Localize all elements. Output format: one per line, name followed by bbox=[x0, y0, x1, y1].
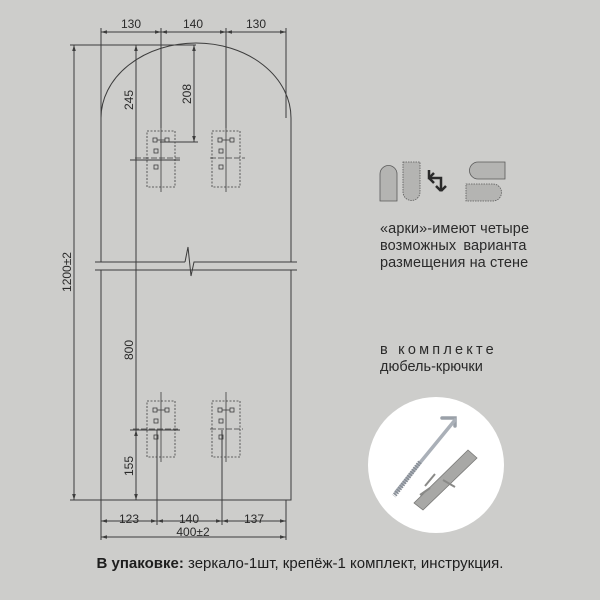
dim-top-right: 130 bbox=[246, 17, 266, 31]
arch-orientation-swap-icon bbox=[379, 161, 506, 202]
kit-line-2: дюбель-крючки bbox=[380, 359, 483, 375]
variants-line-1: «арки»-имеют четыре bbox=[380, 221, 530, 237]
mount-lower-right bbox=[210, 392, 243, 462]
dim-total-width: 400±2 bbox=[176, 525, 210, 539]
variants-description: «арки»-имеют четыре возможных варианта р… bbox=[380, 221, 560, 272]
variants-line-2: возможных варианта bbox=[380, 238, 527, 254]
mirror-outline-bottom bbox=[100, 270, 292, 501]
package-items: зеркало-1шт, крепёж-1 комплект, инструкц… bbox=[183, 555, 504, 572]
mirror-outline-top bbox=[100, 42, 292, 262]
variants-line-3: размещения на стене bbox=[380, 255, 529, 271]
dim-bottom-center: 140 bbox=[179, 512, 199, 526]
lower-mounts bbox=[133, 392, 243, 462]
dim-155: 155 bbox=[122, 456, 136, 476]
package-contents: В упаковке: зеркало-1шт, крепёж-1 компле… bbox=[0, 555, 600, 572]
dim-208: 208 bbox=[180, 84, 194, 104]
mount-upper-left bbox=[135, 122, 180, 192]
mount-upper-right bbox=[210, 122, 245, 192]
dim-800: 800 bbox=[122, 340, 136, 360]
package-label: В упаковке: bbox=[96, 555, 184, 572]
kit-description: в комплекте дюбель-крючки bbox=[380, 342, 497, 376]
dim-total-height: 1200±2 bbox=[60, 252, 74, 292]
dim-top-center: 140 bbox=[183, 17, 203, 31]
dim-top-left: 130 bbox=[121, 17, 141, 31]
mount-lower-left bbox=[133, 392, 178, 462]
kit-line-1: в комплекте bbox=[380, 342, 497, 358]
dim-bottom-right: 137 bbox=[244, 512, 264, 526]
dowel-hook-photo bbox=[368, 397, 504, 533]
dim-245: 245 bbox=[122, 90, 136, 110]
dim-bottom-left: 123 bbox=[119, 512, 139, 526]
upper-mounts bbox=[135, 122, 245, 192]
